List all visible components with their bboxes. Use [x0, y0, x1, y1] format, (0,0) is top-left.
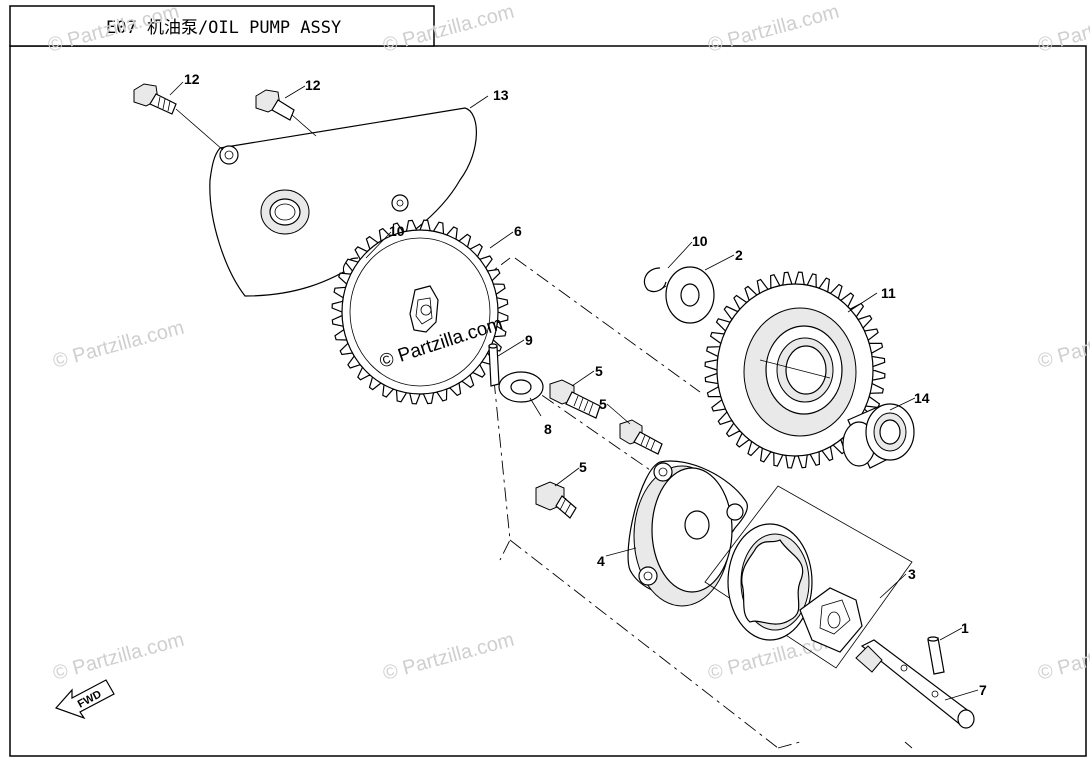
callout-5: 5 — [579, 459, 587, 475]
callout-5: 5 — [599, 396, 607, 412]
callout-13: 13 — [493, 87, 509, 103]
callout-14: 14 — [914, 390, 930, 406]
watermark: © Partzilla.com — [51, 629, 187, 685]
callout-10: 10 — [389, 223, 405, 239]
callout-8: 8 — [544, 421, 552, 437]
leader-lines — [169, 81, 979, 701]
callout-7: 7 — [979, 682, 987, 698]
watermark: © Partzilla.com — [51, 317, 187, 373]
fwd-arrow-icon: FWD — [54, 679, 115, 720]
callout-3: 3 — [908, 566, 916, 582]
oil-pump-shaft — [855, 639, 975, 729]
watermarks: © Partzilla.com © Partzilla.com © Partzi… — [46, 1, 1090, 685]
callout-12: 12 — [184, 71, 200, 87]
pump-bolt-lower — [535, 481, 577, 519]
oil-pump-drive-gear — [704, 271, 886, 469]
cover-bolt-left — [133, 83, 224, 151]
dowel-pin — [488, 343, 500, 387]
oil-pump-cover-plate — [209, 107, 477, 297]
callout-labels: 12 12 13 10 6 10 2 11 9 5 14 5 8 5 4 3 1… — [184, 71, 987, 698]
rotor-set — [704, 485, 913, 669]
oil-pump-driven-gear — [331, 219, 509, 405]
callout-1: 1 — [961, 620, 969, 636]
callout-12: 12 — [305, 77, 321, 93]
diagram-border — [9, 45, 1087, 757]
thrust-washer — [665, 266, 715, 324]
callout-5: 5 — [595, 363, 603, 379]
pump-bolt-middle — [619, 419, 663, 455]
pump-bolt-upper — [549, 379, 601, 419]
callout-4: 4 — [597, 553, 605, 569]
callout-2: 2 — [735, 247, 743, 263]
callout-6: 6 — [514, 223, 522, 239]
watermark: © Partzilla.com — [381, 629, 517, 685]
circlip-right — [643, 267, 667, 293]
watermark: © Partzilla.com — [1036, 629, 1090, 685]
callout-9: 9 — [525, 332, 533, 348]
cover-bolt-right — [255, 89, 317, 137]
washer — [498, 371, 544, 403]
watermark: © Partzilla.com — [1036, 1, 1090, 57]
shaft-pin — [927, 636, 945, 675]
oil-pump-body — [627, 460, 748, 607]
watermark: © Partzilla.com — [706, 1, 842, 57]
callout-10: 10 — [692, 233, 708, 249]
watermark: © Partzilla.com — [1036, 317, 1090, 373]
callout-11: 11 — [881, 285, 896, 301]
diagram-title: E07 机油泵/OIL PUMP ASSY — [106, 18, 341, 38]
needle-bearing — [842, 403, 915, 469]
title-box — [9, 5, 435, 47]
